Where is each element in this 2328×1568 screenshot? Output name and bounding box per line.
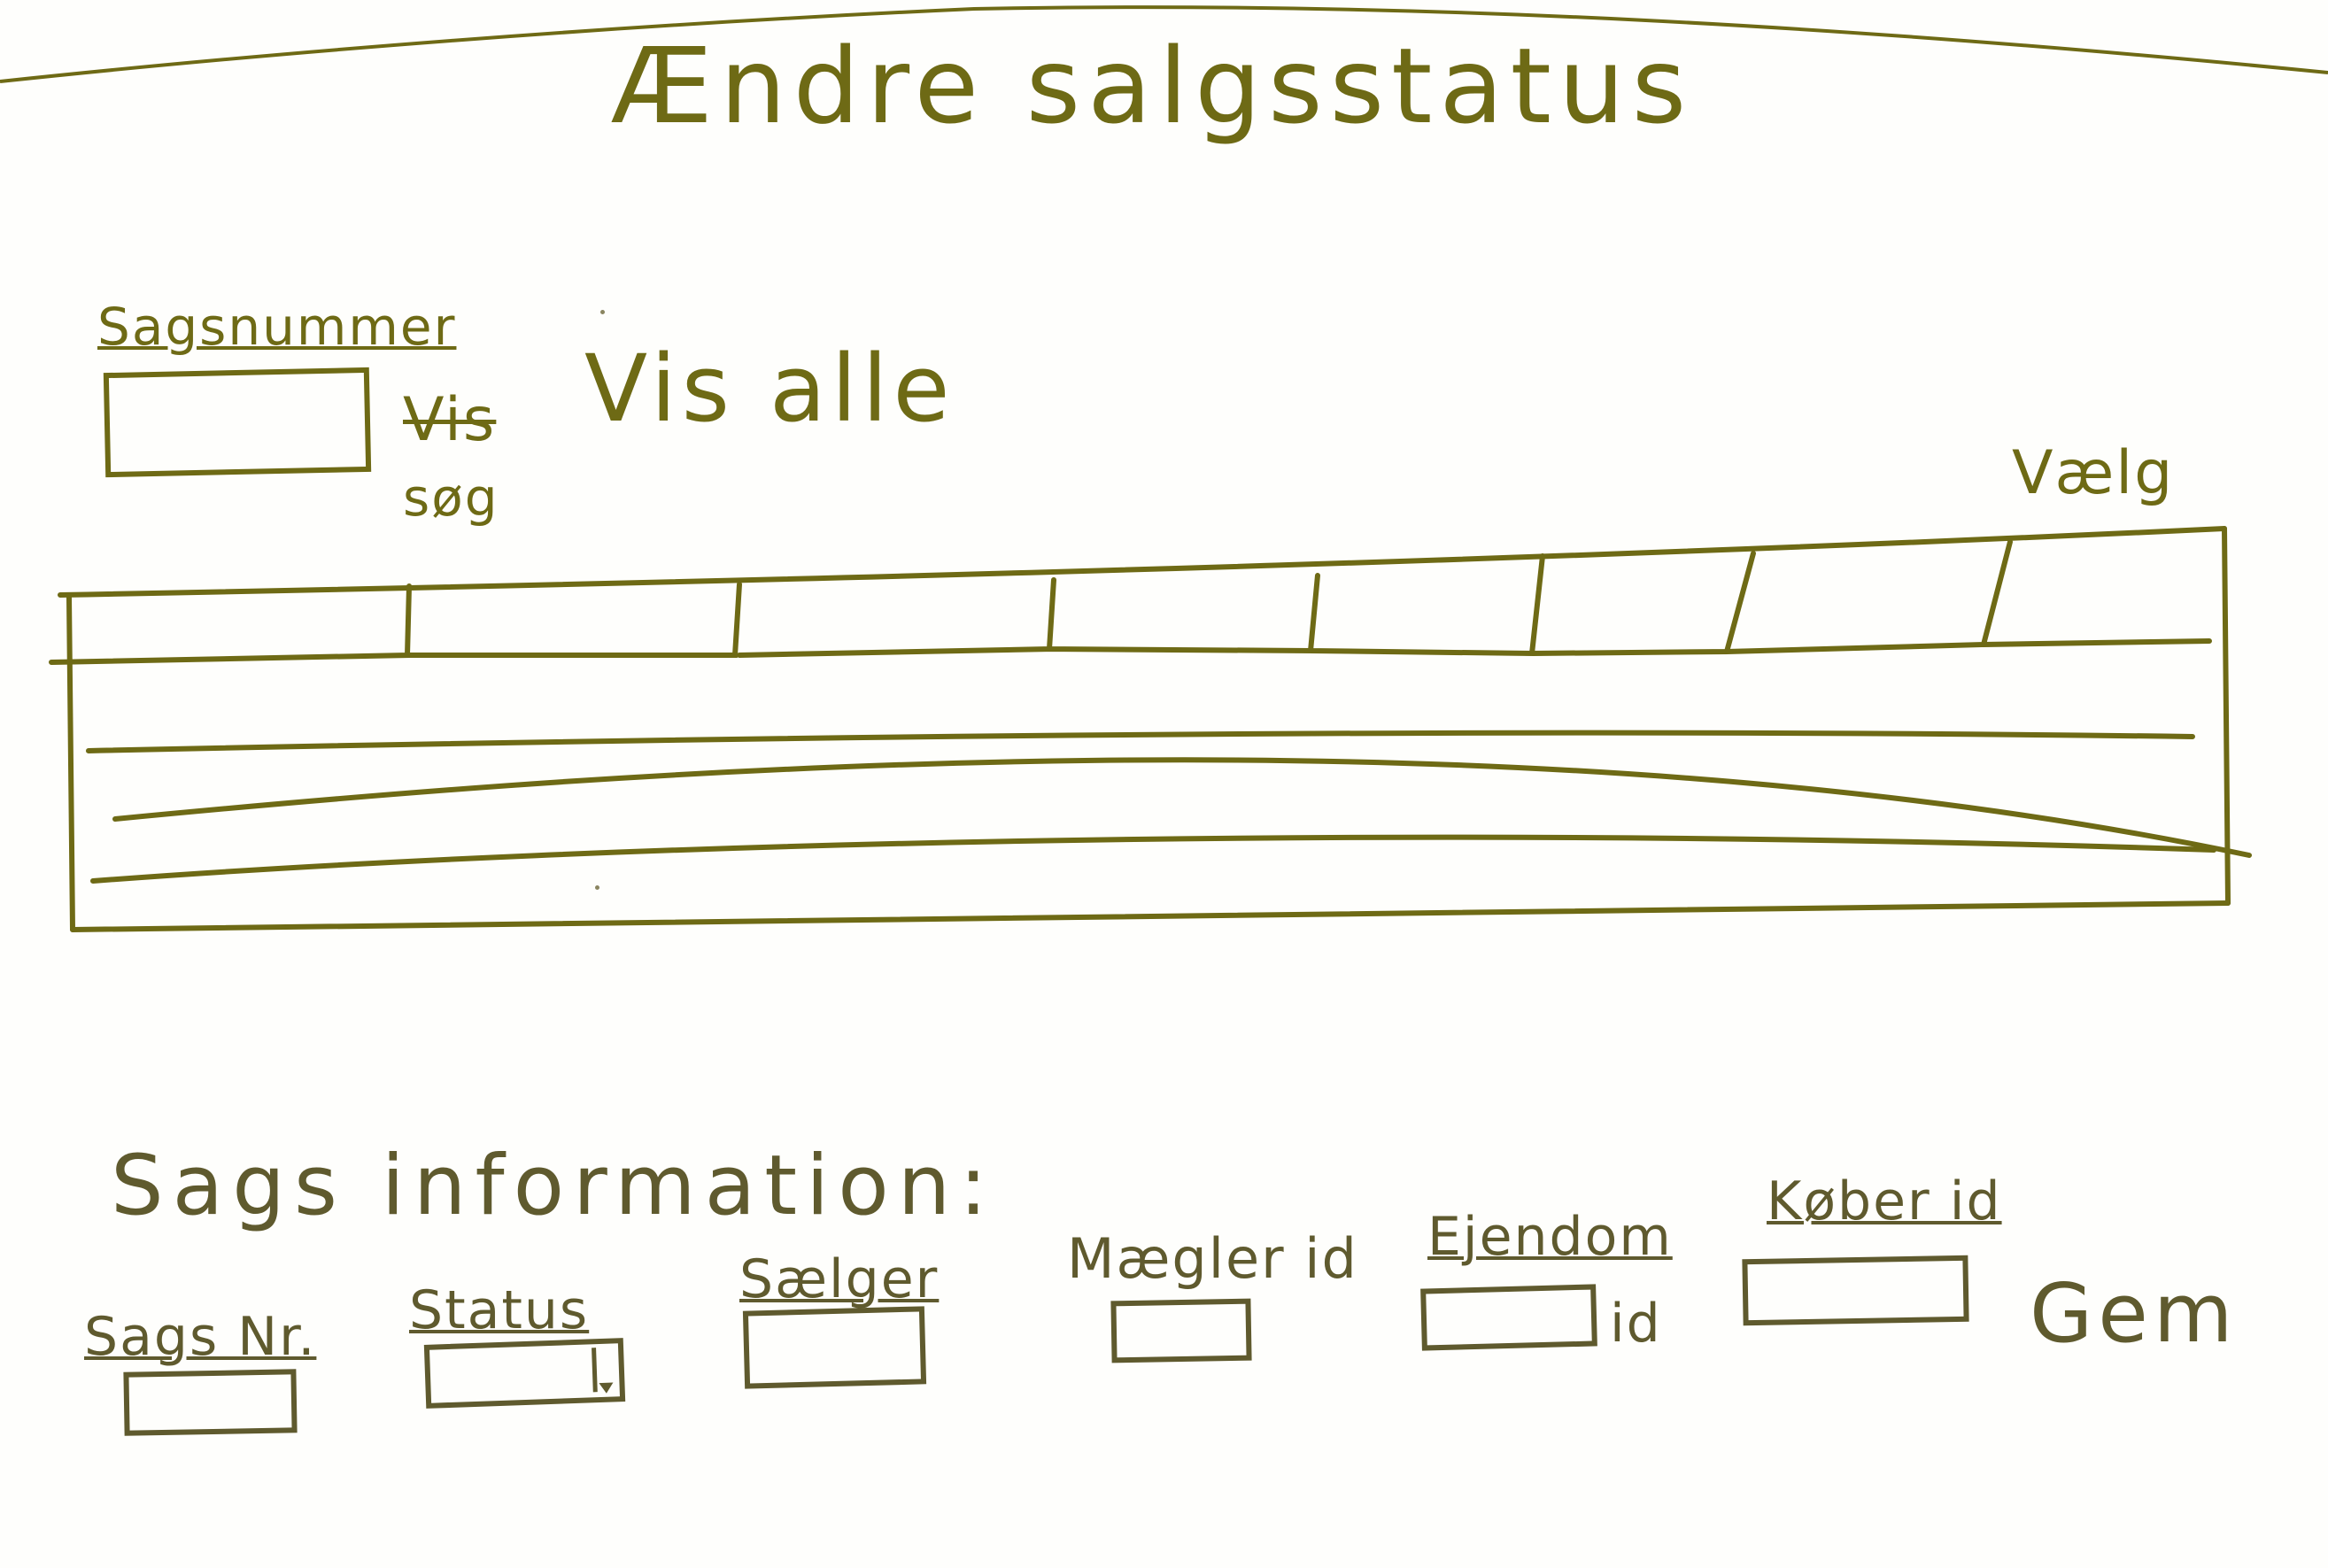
case-info-heading: Sags information: xyxy=(111,1138,996,1234)
table-row-line xyxy=(90,834,2216,884)
chevron-down-icon[interactable] xyxy=(592,1347,615,1393)
buyer-id-label: Køber id xyxy=(1767,1170,2002,1232)
table-frame-right xyxy=(2222,526,2231,906)
page-title: Ændre salgsstatus xyxy=(611,25,1694,147)
status-label: Status xyxy=(409,1279,590,1341)
table-frame-top xyxy=(58,526,2227,598)
table-frame-left xyxy=(66,595,75,932)
select-column-button[interactable]: Vælg xyxy=(2012,438,2175,508)
search-button-label: søg xyxy=(403,467,499,528)
seller-input[interactable] xyxy=(742,1306,927,1389)
property-id-input[interactable] xyxy=(1420,1284,1597,1351)
broker-id-input[interactable] xyxy=(1110,1298,1252,1363)
table-row-line xyxy=(86,730,2195,753)
case-nr-input[interactable] xyxy=(123,1369,298,1436)
paper-speck xyxy=(595,885,599,890)
paper-speck xyxy=(600,310,605,314)
table-header-row xyxy=(49,539,2212,665)
show-all-button[interactable]: Vis alle xyxy=(584,335,955,443)
case-nr-label: Sags Nr. xyxy=(84,1306,317,1368)
table-frame-bottom xyxy=(70,900,2231,932)
search-button[interactable]: Vis søg xyxy=(403,376,536,545)
buyer-id-input[interactable] xyxy=(1742,1255,1969,1326)
seller-label: Sælger xyxy=(739,1248,940,1310)
property-id-label: Ejendom xyxy=(1427,1206,1673,1268)
property-id-label-suffix: id xyxy=(1610,1293,1662,1355)
save-button[interactable]: Gem xyxy=(2030,1266,2239,1361)
top-edge-line xyxy=(0,5,2328,83)
table-row-line xyxy=(112,757,2252,858)
broker-id-label: Mægler id xyxy=(1067,1226,1358,1291)
status-select[interactable] xyxy=(423,1338,626,1409)
search-button-crossed-text: Vis xyxy=(403,385,497,455)
case-number-label: Sagsnummer xyxy=(97,297,457,357)
